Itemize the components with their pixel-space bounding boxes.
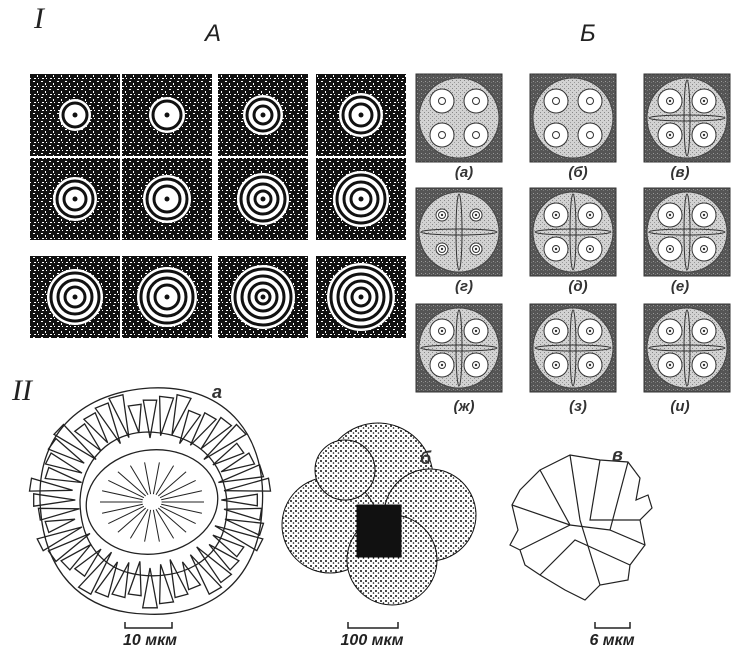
scale-bar-c (595, 622, 630, 628)
panel-b-label-5: (д) (548, 278, 608, 295)
scheme-cell-1 (416, 74, 502, 162)
drawing-b-label: б (420, 448, 431, 469)
scheme-cell-5 (530, 188, 616, 276)
scheme-cell-7 (416, 304, 502, 392)
scheme-cell-6 (644, 188, 730, 276)
panel-b-label-9: (и) (650, 398, 710, 415)
micrograph-cell-12 (316, 256, 406, 338)
micrograph-cell-4 (316, 74, 406, 156)
micrograph-cell-8 (316, 158, 406, 240)
micrograph-cell-3 (218, 74, 308, 156)
micrograph-cell-5 (30, 158, 120, 240)
scheme-cell-3 (644, 74, 730, 162)
micrograph-cell-6 (122, 158, 212, 240)
scale-bar-b (348, 622, 398, 628)
drawing-c-crystal (510, 455, 652, 600)
panel-b-label-1: (а) (434, 164, 494, 181)
scheme-cell-4 (416, 188, 502, 276)
section-roman-2: II (12, 374, 32, 408)
scale-label-c: 6 мкм (562, 632, 662, 650)
panel-b-schemes (416, 74, 730, 392)
panel-b-label-7: (ж) (434, 398, 494, 415)
panel-b-label-8: (з) (548, 398, 608, 415)
micrograph-cell-2 (122, 74, 212, 156)
scale-bar-a (125, 622, 172, 628)
micrograph-cell-7 (218, 158, 308, 240)
drawing-b-cluster (282, 423, 476, 605)
scale-label-b: 100 мкм (322, 632, 422, 650)
scheme-cell-8 (530, 304, 616, 392)
scale-label-a: 10 мкм (100, 632, 200, 650)
drawing-a-label: а (212, 382, 222, 403)
panel-a-micrographs (30, 74, 406, 338)
scheme-cell-9 (644, 304, 730, 392)
micrograph-cell-10 (122, 256, 212, 338)
micrograph-cell-9 (30, 256, 120, 338)
drawing-c-label: в (612, 445, 623, 466)
panel-b-label-3: (в) (650, 164, 710, 181)
drawing-a-ooid (30, 388, 271, 615)
scheme-cell-2 (530, 74, 616, 162)
panel-b-label-2: (б) (548, 164, 608, 181)
micrograph-cell-1 (30, 74, 120, 156)
panel-b-label-6: (е) (650, 278, 710, 295)
panel-b-label-4: (г) (434, 278, 494, 295)
micrograph-cell-11 (218, 256, 308, 338)
